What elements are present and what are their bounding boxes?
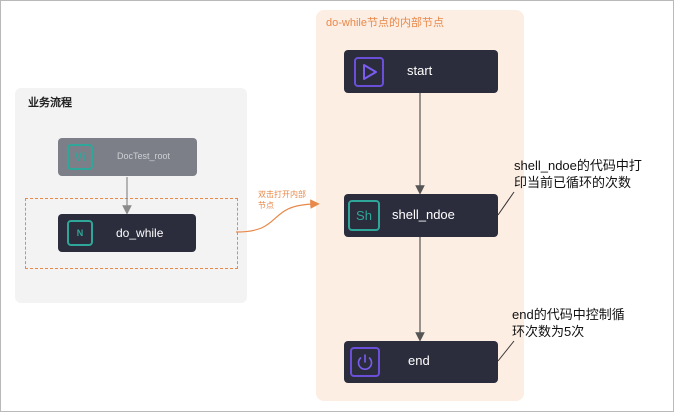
shell-callout-leader [497,191,515,216]
doctest-root-label: DocTest_root [117,151,171,161]
power-icon [350,347,380,377]
business-flow-panel [15,88,247,303]
n-icon-text: N [76,228,84,238]
do-while-label: do_while [116,226,164,240]
double-click-hint: 双击打开内部节点 [258,190,306,210]
do-while-highlight-box [25,198,238,269]
doctest-root-node[interactable]: Vi DocTest_root [58,138,197,176]
start-node[interactable]: start [344,50,498,93]
vi-node-icon: Vi [67,144,93,170]
sh-icon-text: Sh [356,208,372,223]
sh-node-icon: Sh [348,200,380,231]
shell-callout-line-2: 印当前已循环的次数 [514,175,632,190]
business-flow-title: 业务流程 [28,97,72,109]
end-callout-leader [497,340,515,362]
end-callout-line-1: end的代码中控制循 [512,307,625,322]
shell-callout-line-1: shell_ndoe的代码中打 [514,158,642,173]
end-callout: end的代码中控制循 环次数为5次 [512,306,625,340]
inner-nodes-title: do-while节点的内部节点 [326,17,444,29]
play-icon [354,57,384,87]
shell-ndoe-callout: shell_ndoe的代码中打 印当前已循环的次数 [514,157,642,191]
end-callout-line-2: 环次数为5次 [512,324,585,339]
start-label: start [407,63,433,78]
end-node[interactable]: end [344,341,498,383]
n-node-icon: N [67,220,93,246]
expand-link-curve [235,199,320,233]
end-label: end [408,353,430,368]
do-while-node[interactable]: N do_while [58,214,196,252]
shell-ndoe-node[interactable]: Sh shell_ndoe [344,194,498,237]
vi-icon-text: Vi [74,150,86,164]
shell-ndoe-label: shell_ndoe [392,207,455,222]
